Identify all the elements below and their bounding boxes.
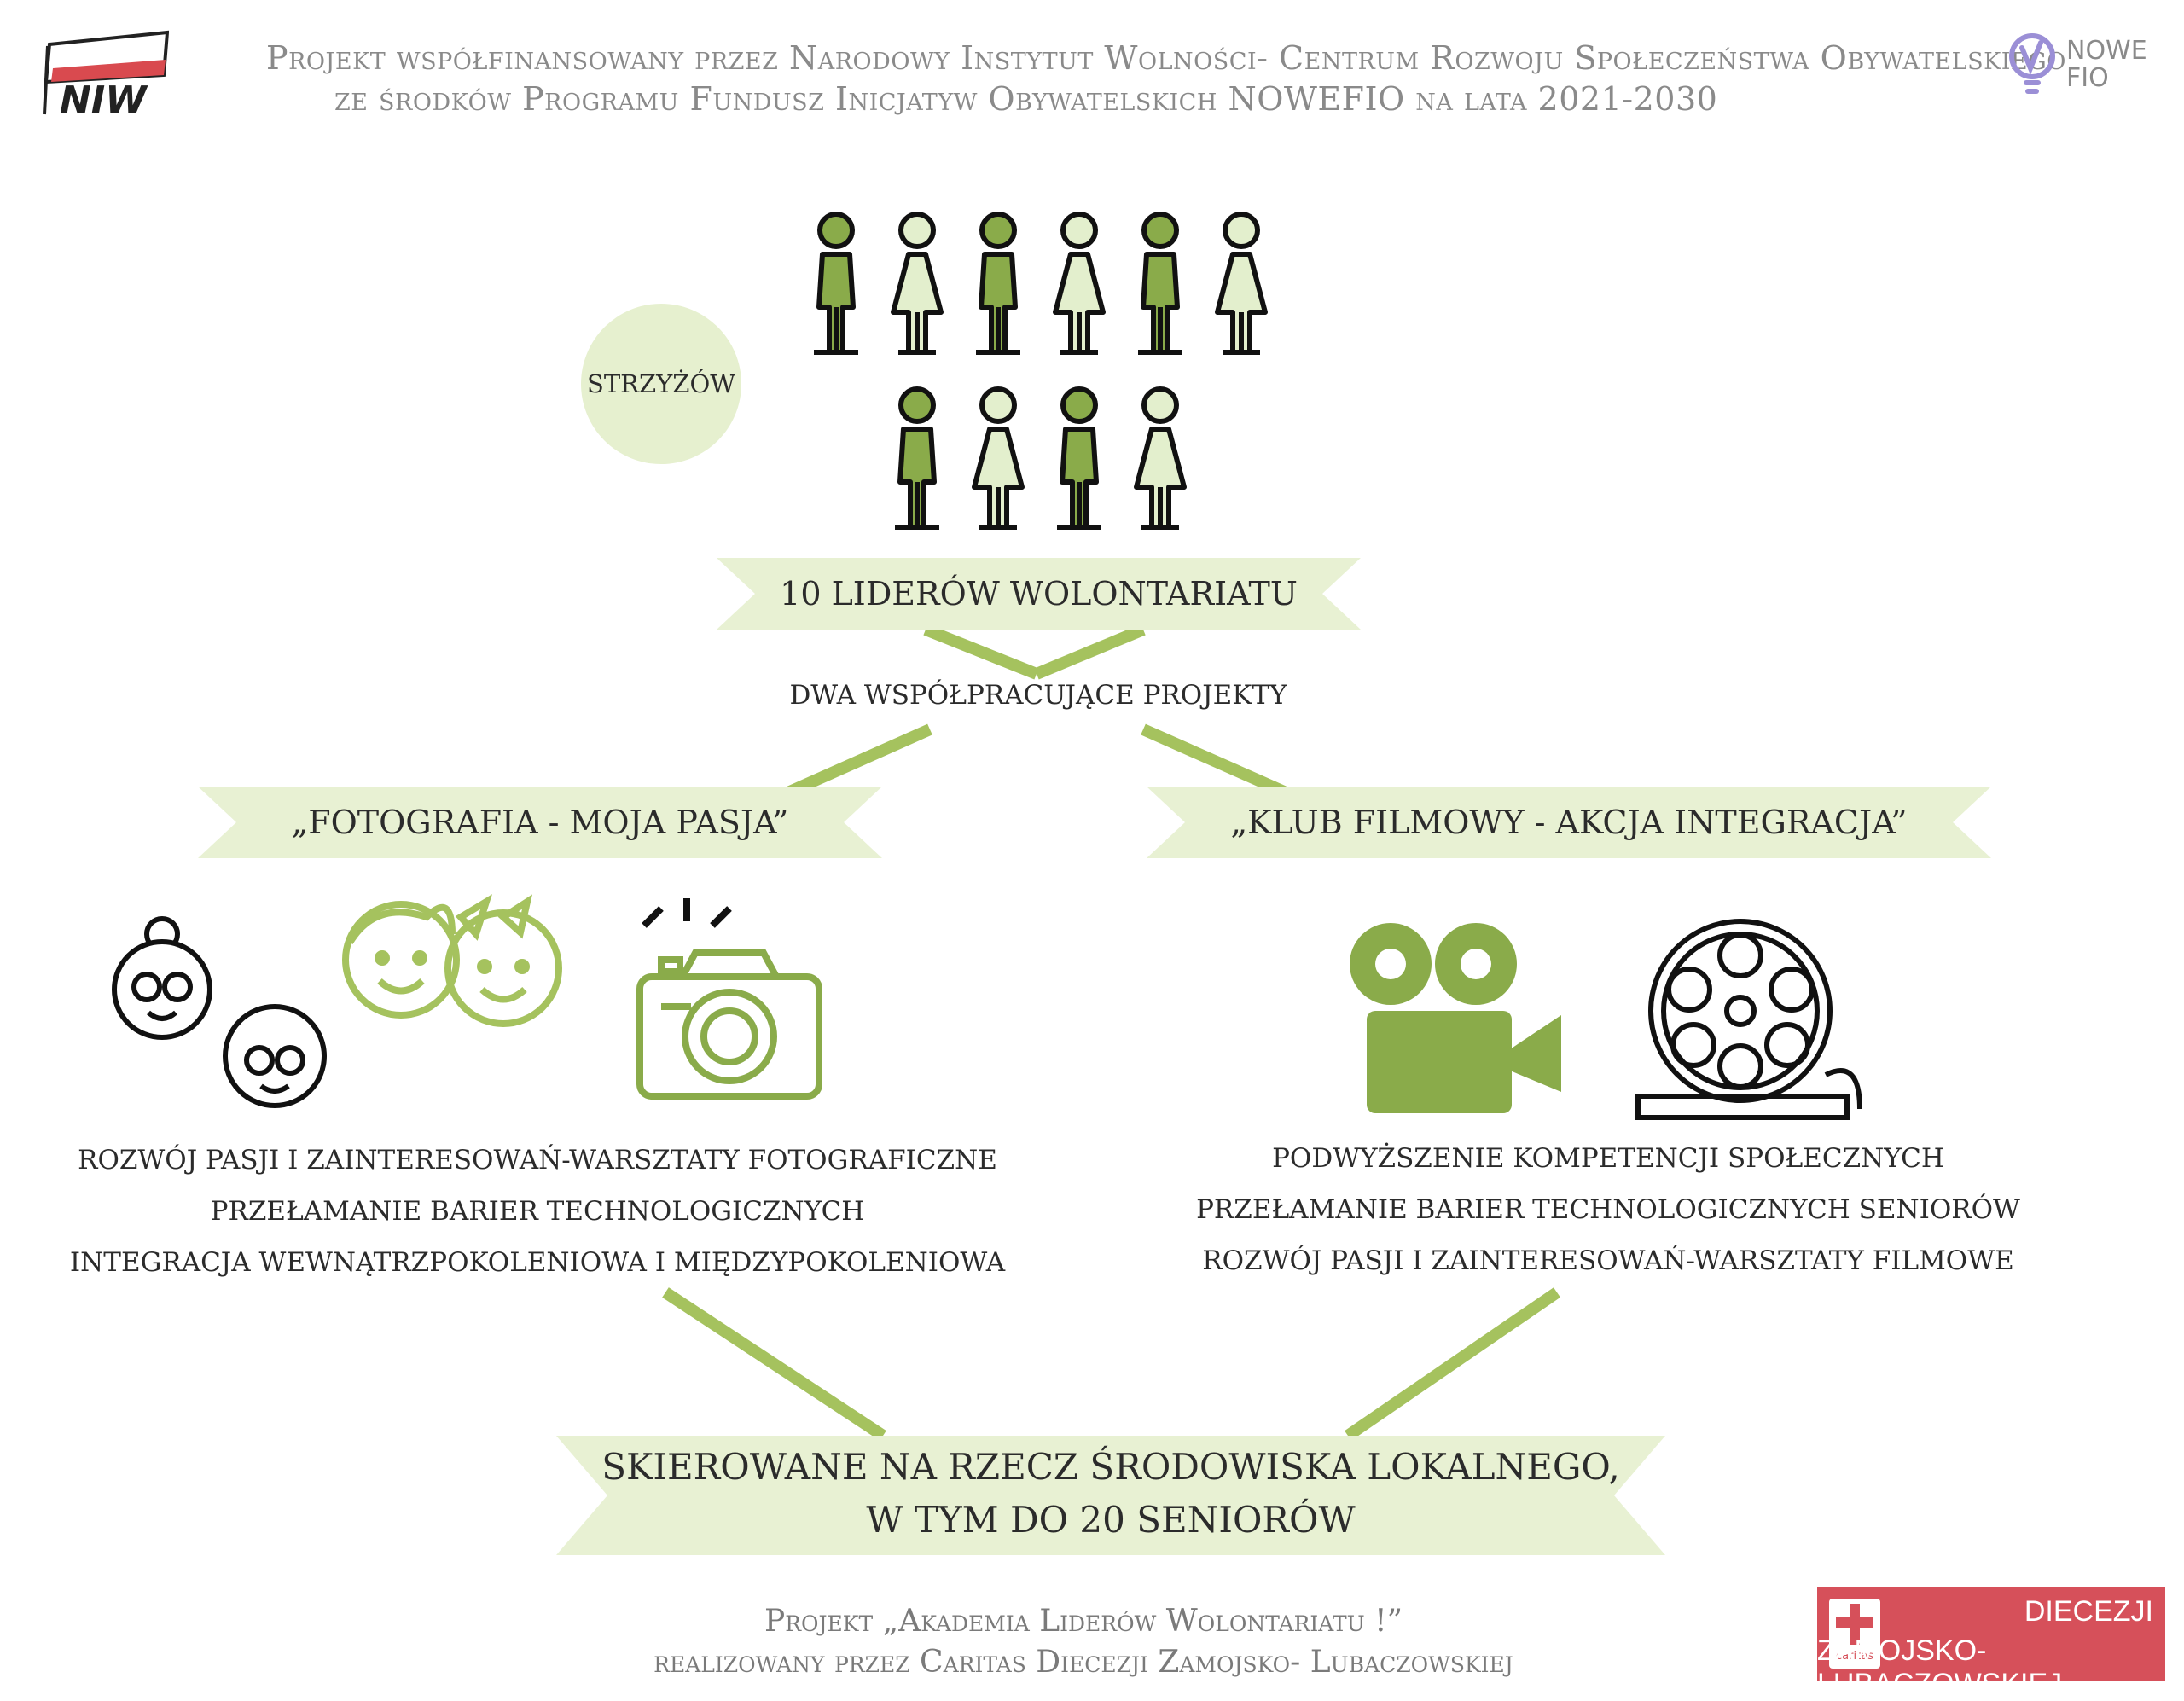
footer-line-2: realizowany przez Caritas Diecezji Zamoj… [653, 1645, 1513, 1680]
photography-icons [112, 894, 822, 1108]
point-item: PODWYŻSZENIE KOMPETENCJI SPOŁECZNYCH [1272, 1143, 1944, 1174]
project-banner-film: „KLUB FILMOWY - AKCJA INTEGRACJA” [1147, 787, 1991, 858]
lightbulb-icon [2009, 33, 2055, 94]
niw-logo-text: NIW [60, 78, 147, 122]
niw-logo: NIW [41, 29, 170, 123]
header-line-2: ze środków Programu Fundusz Inicjatyw Ob… [334, 80, 1718, 118]
film-reel-icon [1635, 919, 1862, 1120]
project-points-photography: ROZWÓJ PASJI I ZAINTERESOWAŃ-WARSZTATY F… [68, 1135, 1007, 1288]
connector-label: DWA WSPÓŁPRACUJĄCE PROJEKTY [789, 680, 1287, 711]
nowe-fio-text-2: FIO [2066, 63, 2109, 93]
ribbon-shape [717, 558, 1361, 630]
project-title-photography: „FOTOGRAFIA - MOJA PASJA” [291, 804, 789, 841]
bottom-banner: SKIEROWANE NA RZECZ ŚRODOWISKA LOKALNEGO… [556, 1436, 1665, 1555]
movie-camera-icon [1350, 923, 1561, 1113]
location-badge-label: STRZYŻÓW [586, 369, 736, 398]
footer-line-1: Projekt „Akademia Liderów Wolontariatu !… [764, 1604, 1403, 1639]
bottom-banner-line-2: W TYM DO 20 SENIORÓW [866, 1499, 1356, 1541]
caritas-small-label: caritas [1836, 1650, 1873, 1663]
caritas-cross-icon [1836, 1604, 1873, 1645]
point-item: ROZWÓJ PASJI I ZAINTERESOWAŃ-WARSZTATY F… [78, 1145, 997, 1176]
niw-logo-mark [43, 30, 170, 115]
film-icons [1350, 919, 1862, 1120]
point-item: PRZEŁAMANIE BARIER TECHNOLOGICZNYCH [210, 1196, 865, 1227]
ribbon-shape [556, 1436, 1665, 1555]
nowe-fio-logo: NOWE FIO [2008, 31, 2162, 107]
point-item: PRZEŁAMANIE BARIER TECHNOLOGICZNYCH SENI… [1196, 1194, 2020, 1225]
caritas-line-1: DIECEZJI [2024, 1595, 2153, 1628]
top-banner: 10 LIDERÓW WOLONTARIATU [717, 558, 1361, 630]
children-icon [342, 894, 562, 1027]
location-badge: STRZYŻÓW [581, 304, 741, 464]
ribbon-shape [198, 787, 882, 858]
bottom-banner-line-1: SKIEROWANE NA RZECZ ŚRODOWISKA LOKALNEGO… [601, 1446, 1620, 1488]
header-line-1: Projekt współfinansowany przez Narodowy … [266, 39, 2066, 77]
caritas-emblem: caritas [1829, 1599, 1880, 1669]
caritas-line-2: ZAMOJSKO-LUBACZOWSKIEJ [1817, 1634, 2063, 1700]
point-item: ROZWÓJ PASJI I ZAINTERESOWAŃ-WARSZTATY F… [1202, 1245, 2014, 1276]
project-banner-photography: „FOTOGRAFIA - MOJA PASJA” [198, 787, 882, 858]
caritas-logo: caritas DIECEZJI ZAMOJSKO-LUBACZOWSKIEJ [1817, 1587, 2165, 1700]
camera-icon [636, 898, 822, 1100]
project-title-film: „KLUB FILMOWY - AKCJA INTEGRACJA” [1230, 804, 1908, 841]
nowe-fio-text-1: NOWE [2066, 36, 2147, 66]
ribbon-shape [1147, 787, 1991, 858]
top-banner-label: 10 LIDERÓW WOLONTARIATU [780, 575, 1298, 612]
grandparents-icon [112, 916, 327, 1108]
project-points-film: PODWYŻSZENIE KOMPETENCJI SPOŁECZNYCH PRZ… [1177, 1133, 2039, 1286]
point-item: INTEGRACJA WEWNĄTRZPOKOLENIOWA I MIĘDZYP… [69, 1247, 1006, 1278]
